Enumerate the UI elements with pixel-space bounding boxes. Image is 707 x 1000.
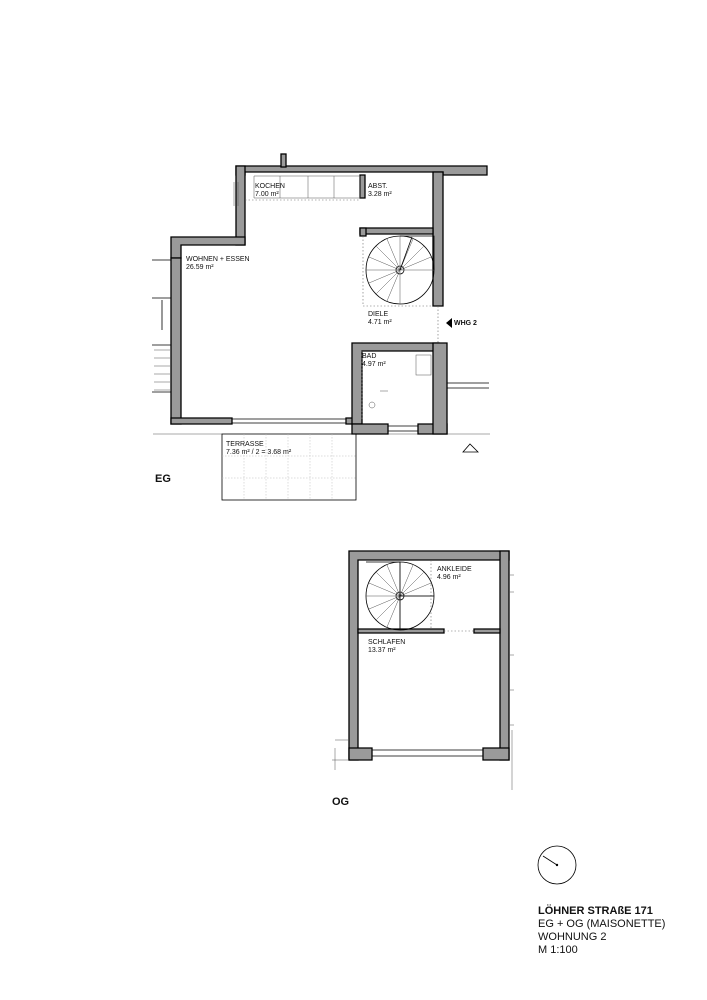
title-block: LÖHNER STRAßE 171 EG + OG (MAISONETTE) W…: [538, 905, 665, 957]
eg-level-triangle: [462, 443, 479, 453]
floor-label-og: OG: [332, 796, 350, 808]
og-neighbor-marks: [509, 574, 514, 790]
room-name-terrasse: TERRASSE: [226, 441, 264, 448]
eg-wall-step: [170, 236, 246, 259]
og-wall-right: [499, 550, 510, 761]
eg-terrace-door: [232, 418, 346, 424]
room-area-bad: 4.97 m²: [362, 361, 386, 368]
og-wall-top: [348, 550, 510, 761]
room-name-diele: DIELE: [368, 311, 389, 318]
north-arrow: [537, 845, 577, 885]
eg-wall-right-lower: [432, 342, 448, 435]
eg-left-annex: [152, 259, 171, 393]
room-name-schlafen: SCHLAFEN: [368, 639, 406, 646]
eg-wall-left: [170, 257, 182, 425]
eg-bath-door: [388, 425, 418, 432]
eg-wall-bottom-left: [170, 417, 233, 425]
og-left-marks: [332, 739, 349, 770]
eg-terrace: [221, 433, 357, 501]
room-area-abst: 3.28 m²: [368, 191, 392, 198]
eg-entry-arrow: [446, 318, 452, 328]
eg-bath-toilet: [368, 401, 376, 409]
floor-label-eg: EG: [155, 473, 171, 485]
og-floor-plan: [332, 550, 514, 790]
eg-right-outside: [447, 382, 489, 389]
eg-wall-abst-bottom: [359, 227, 434, 235]
eg-wall-abst-left: [359, 174, 366, 199]
room-area-wohnen: 26.59 m²: [186, 264, 214, 271]
room-name-wohnen: WOHNEN + ESSEN: [186, 256, 250, 263]
room-name-bad: BAD: [362, 353, 377, 360]
eg-bath-shower: [415, 354, 432, 376]
eg-opening-stair: [362, 236, 433, 307]
eg-wall-bath-bottom: [351, 423, 389, 435]
room-name-abst: ABST.: [368, 183, 388, 190]
entry-label: WHG 2: [454, 320, 477, 327]
eg-spiral-stair: [365, 235, 435, 305]
title-address: LÖHNER STRAßE 171: [538, 905, 653, 917]
eg-chimney: [280, 153, 287, 168]
title-scale: M 1:100: [538, 944, 578, 956]
title-floors: EG + OG (MAISONETTE): [538, 918, 666, 930]
og-wall-bottom-right: [482, 747, 510, 761]
eg-window-kitchen-left: [233, 182, 239, 206]
title-unit: WOHNUNG 2: [538, 931, 607, 943]
room-name-kochen: KOCHEN: [255, 183, 285, 190]
room-area-kochen: 7.00 m²: [255, 191, 279, 198]
eg-wall-abst-stub: [359, 227, 367, 237]
eg-wall-abst-right: [432, 171, 444, 307]
eg-wall-kitchen-left: [235, 165, 246, 246]
og-wall-bottom-left: [348, 747, 373, 761]
og-spiral-stair: [365, 561, 435, 631]
room-area-ankleide: 4.96 m²: [437, 574, 461, 581]
room-area-schlafen: 13.37 m²: [368, 647, 396, 654]
eg-left-stairs: [154, 349, 170, 391]
og-wall-mid-right: [473, 628, 501, 634]
room-area-terrasse: 7.36 m² / 2 = 3.68 m²: [226, 449, 292, 456]
og-wall-mid-left: [357, 628, 445, 634]
og-window-bottom: [372, 749, 483, 757]
eg-floor-plan: [152, 153, 490, 501]
eg-wall-top: [235, 165, 488, 176]
eg-kitchen-counter: [253, 175, 361, 199]
room-name-ankleide: ANKLEIDE: [437, 566, 472, 573]
room-area-diele: 4.71 m²: [368, 319, 392, 326]
